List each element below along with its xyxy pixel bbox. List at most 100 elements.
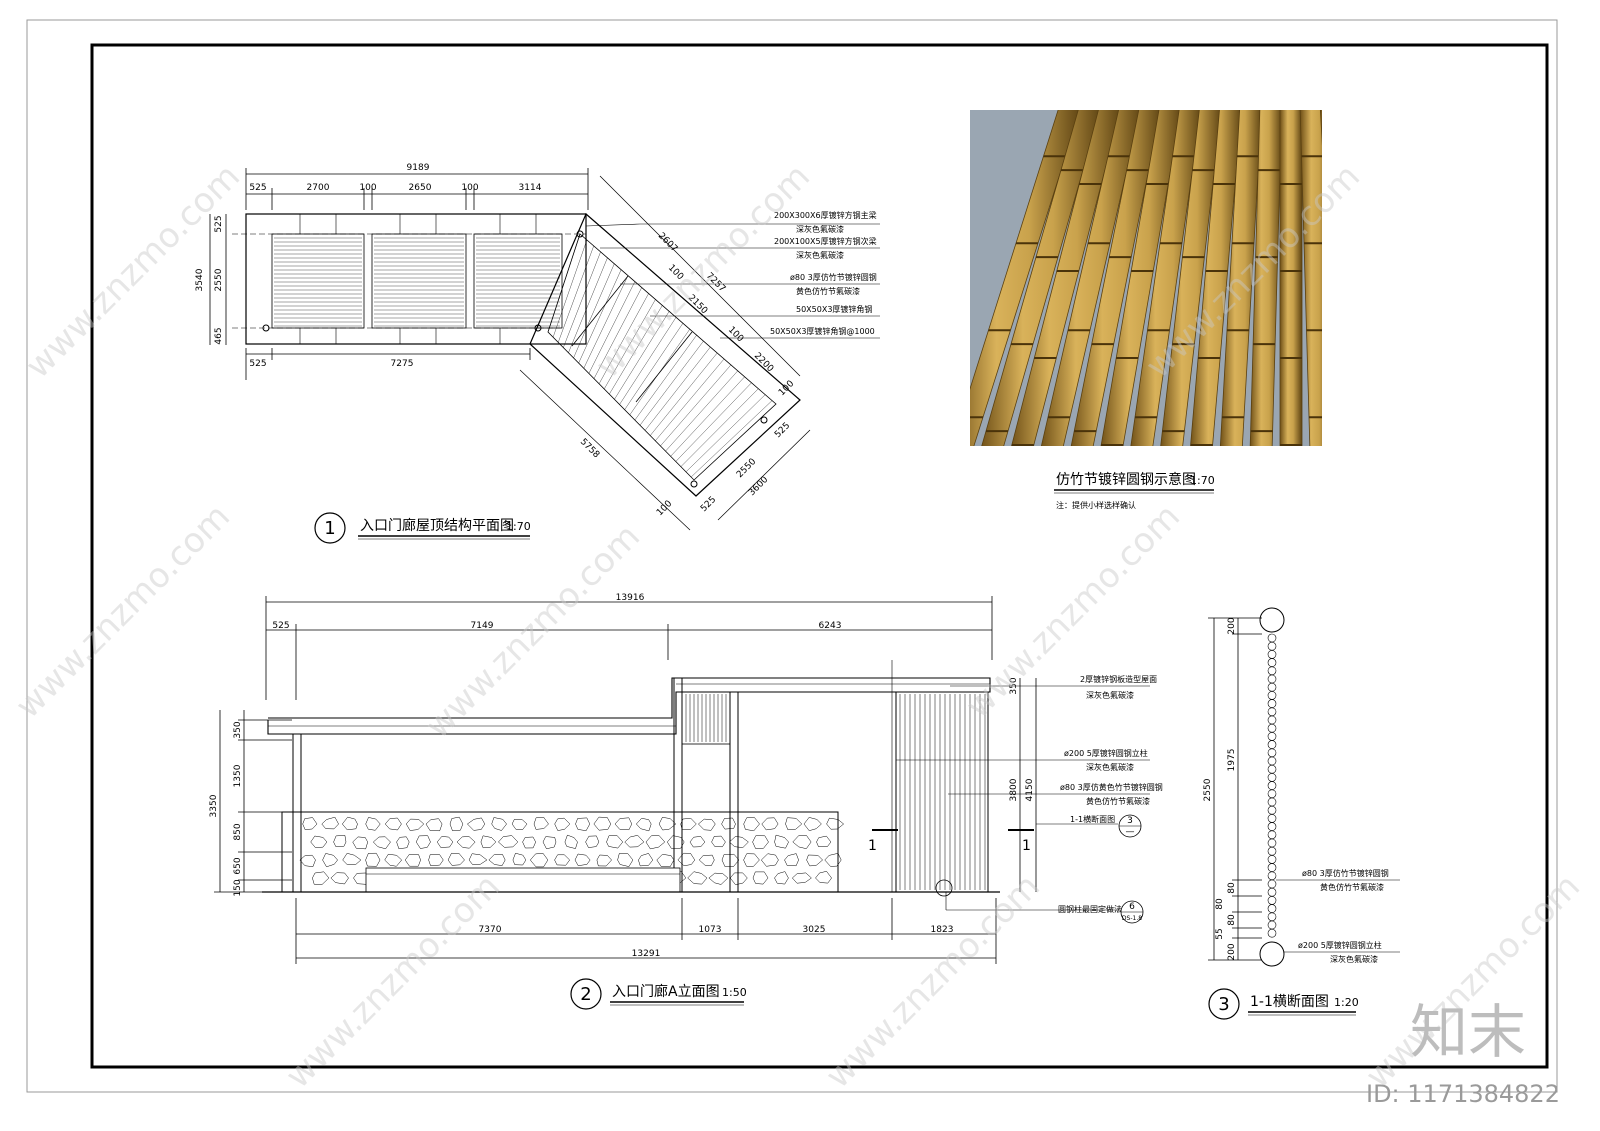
roof-rod-line: [644, 346, 711, 431]
stone: [774, 871, 789, 885]
rod-circle: [1267, 707, 1277, 717]
stone: [491, 817, 507, 831]
roof-rod-line: [624, 323, 684, 410]
plan-note: 200X300X6厚镀锌方钢主梁: [774, 210, 877, 220]
stone: [743, 816, 760, 832]
stone: [365, 817, 381, 831]
rod-circle: [1267, 928, 1277, 938]
roof-rod-line: [583, 275, 629, 369]
rod-circle: [1267, 781, 1277, 790]
stone: [468, 853, 488, 865]
stone: [689, 836, 706, 848]
stone: [585, 835, 600, 848]
stone: [365, 852, 381, 867]
rod-circle: [1267, 896, 1277, 905]
rod-circle: [1267, 879, 1277, 889]
elev-dim-left: 650: [233, 857, 243, 874]
rod-circle: [1267, 691, 1277, 700]
plan-dim-diag: 3600: [747, 475, 770, 498]
rod-circle: [1267, 814, 1277, 823]
stone: [396, 836, 410, 850]
stone: [711, 835, 726, 848]
elev-note: 1-1横断面图: [1070, 814, 1115, 824]
elev-dim-right: 4150: [1025, 778, 1035, 801]
roof-rod-line: [547, 233, 581, 333]
stone: [498, 835, 519, 848]
section-number-circle: [1208, 988, 1240, 1020]
stone: [341, 816, 358, 831]
elev-dim-bottom: 7370: [479, 925, 502, 935]
plan-dim-diag: 100: [726, 325, 745, 344]
stone: [680, 818, 697, 831]
stone: [752, 871, 769, 885]
stone: [425, 818, 443, 832]
photo-note: 注：提供小样选样确认: [1056, 500, 1136, 510]
stone: [816, 835, 832, 847]
stone: [698, 854, 715, 866]
stone: [743, 853, 760, 868]
bamboo-pole: [1100, 110, 1182, 446]
rod-circle: [1267, 805, 1277, 815]
plan-dim-diag: 2607: [656, 231, 679, 254]
elev-note: 2厚镀锌钢板造型屋面: [1080, 674, 1157, 684]
stone: [729, 872, 748, 886]
stone: [436, 836, 454, 848]
stone: [784, 853, 799, 867]
plan-dim-top: 100: [359, 183, 376, 193]
roof-rod-line: [604, 299, 656, 390]
stone: [760, 853, 779, 867]
stone: [729, 836, 749, 848]
roof-rod-line: [593, 287, 642, 379]
plan-dim-diag: 2200: [752, 351, 775, 374]
stone: [656, 854, 675, 868]
roof-rod-line: [563, 251, 601, 348]
section-dim-total: 2550: [1203, 778, 1213, 801]
stone: [803, 817, 822, 831]
roof-rod-line: [619, 317, 677, 405]
stone: [456, 836, 476, 849]
rod-circle: [1267, 682, 1277, 692]
bamboo-pole: [1190, 110, 1242, 446]
stone: [617, 853, 634, 867]
elev-note: 深灰色氟碳漆: [1086, 762, 1134, 772]
roof-rod-line: [573, 263, 615, 358]
stone: [447, 852, 465, 866]
photo-scale: 1:70: [1190, 474, 1215, 487]
watermark-logo: 知末: [1410, 998, 1526, 1066]
watermark-text: www.znzmo.com: [8, 496, 238, 726]
stone: [658, 817, 677, 831]
bamboo-photo: 仿竹节镀锌圆钢示意图 1:70 注：提供小样选样确认: [970, 110, 1322, 510]
elev-dim-bottom: 1823: [931, 925, 954, 935]
roof-rod-line: [660, 364, 732, 447]
stone: [824, 853, 842, 867]
bamboo-pole: [1299, 110, 1322, 446]
detail-ref-bottom: DS-1.8: [1122, 915, 1142, 922]
rod-circle: [1267, 912, 1277, 922]
stone: [708, 872, 729, 885]
elev-note: 圆钢柱最固定做法: [1058, 904, 1122, 914]
stone: [488, 854, 506, 866]
stone: [596, 854, 612, 867]
roof-rod-line: [639, 340, 704, 426]
stone: [302, 817, 318, 830]
section-title: 1-1横断面图: [1250, 994, 1329, 1010]
stone: [384, 817, 402, 831]
plan-note: ø80 3厚仿竹节镀锌圆钢: [790, 272, 877, 282]
plan-dim-diag: 100: [777, 379, 796, 398]
section-number: 3: [1218, 994, 1229, 1015]
plan-dim-left: 2550: [214, 268, 224, 291]
stone: [606, 835, 624, 849]
stone: [512, 852, 527, 866]
rod-circle: [1267, 904, 1277, 913]
stone: [428, 854, 444, 866]
plan-dim-top: 525: [249, 183, 266, 193]
stone: [312, 871, 330, 885]
plan-number: 1: [324, 518, 335, 539]
outer-frame: [26, 19, 1558, 1093]
stone: [352, 836, 368, 850]
elev-dim-top: 7149: [471, 621, 494, 631]
bamboo-pole: [1279, 110, 1303, 446]
rod-circle: [1267, 658, 1277, 667]
rod-circle: [1267, 641, 1277, 651]
stone: [333, 835, 347, 847]
